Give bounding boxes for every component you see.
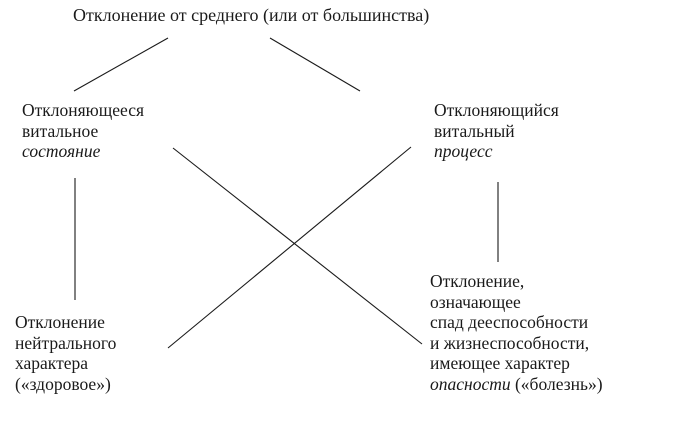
root-label: Отклонение от среднего (или от большинст… (73, 5, 430, 25)
deviant-process-node: Отклоняющийся витальный процесс (434, 100, 559, 162)
node-line: витальный (434, 120, 515, 141)
deviant-state-node: Отклоняющееся витальное состояние (22, 100, 144, 162)
node-line: Отклонение, (430, 271, 525, 291)
tail-text: («болезнь») (510, 373, 603, 394)
node-line: имеющее характер (430, 353, 570, 373)
node-line: витальное (22, 120, 99, 141)
edge-root-right (269, 37, 361, 92)
root-node: Отклонение от среднего (или от большинст… (73, 5, 429, 26)
node-line-italic: состояние (22, 141, 101, 161)
neutral-deviation-node: Отклонение нейтрального характера («здор… (15, 312, 116, 394)
node-line: и жизнеспособности, (430, 332, 590, 353)
node-line: означающее (430, 291, 521, 312)
danger-deviation-node: Отклонение, означающее спад дееспособнос… (430, 271, 603, 394)
node-line: характера (15, 353, 89, 373)
node-line: спад дееспособности (430, 312, 589, 332)
italic-word: опасности (430, 373, 511, 394)
node-line-italic: процесс (434, 141, 493, 161)
edge-right-bottomleft (167, 146, 412, 349)
edge-left-bottomright (172, 147, 423, 345)
node-line: Отклоняющееся (22, 100, 145, 120)
node-line-mixed: опасности («болезнь») (430, 374, 603, 395)
node-line: («здоровое») (15, 373, 111, 394)
node-line: нейтрального (15, 332, 117, 353)
edge-root-left (73, 37, 169, 92)
node-line: Отклонение (15, 312, 105, 332)
node-line: Отклоняющийся (434, 100, 559, 120)
